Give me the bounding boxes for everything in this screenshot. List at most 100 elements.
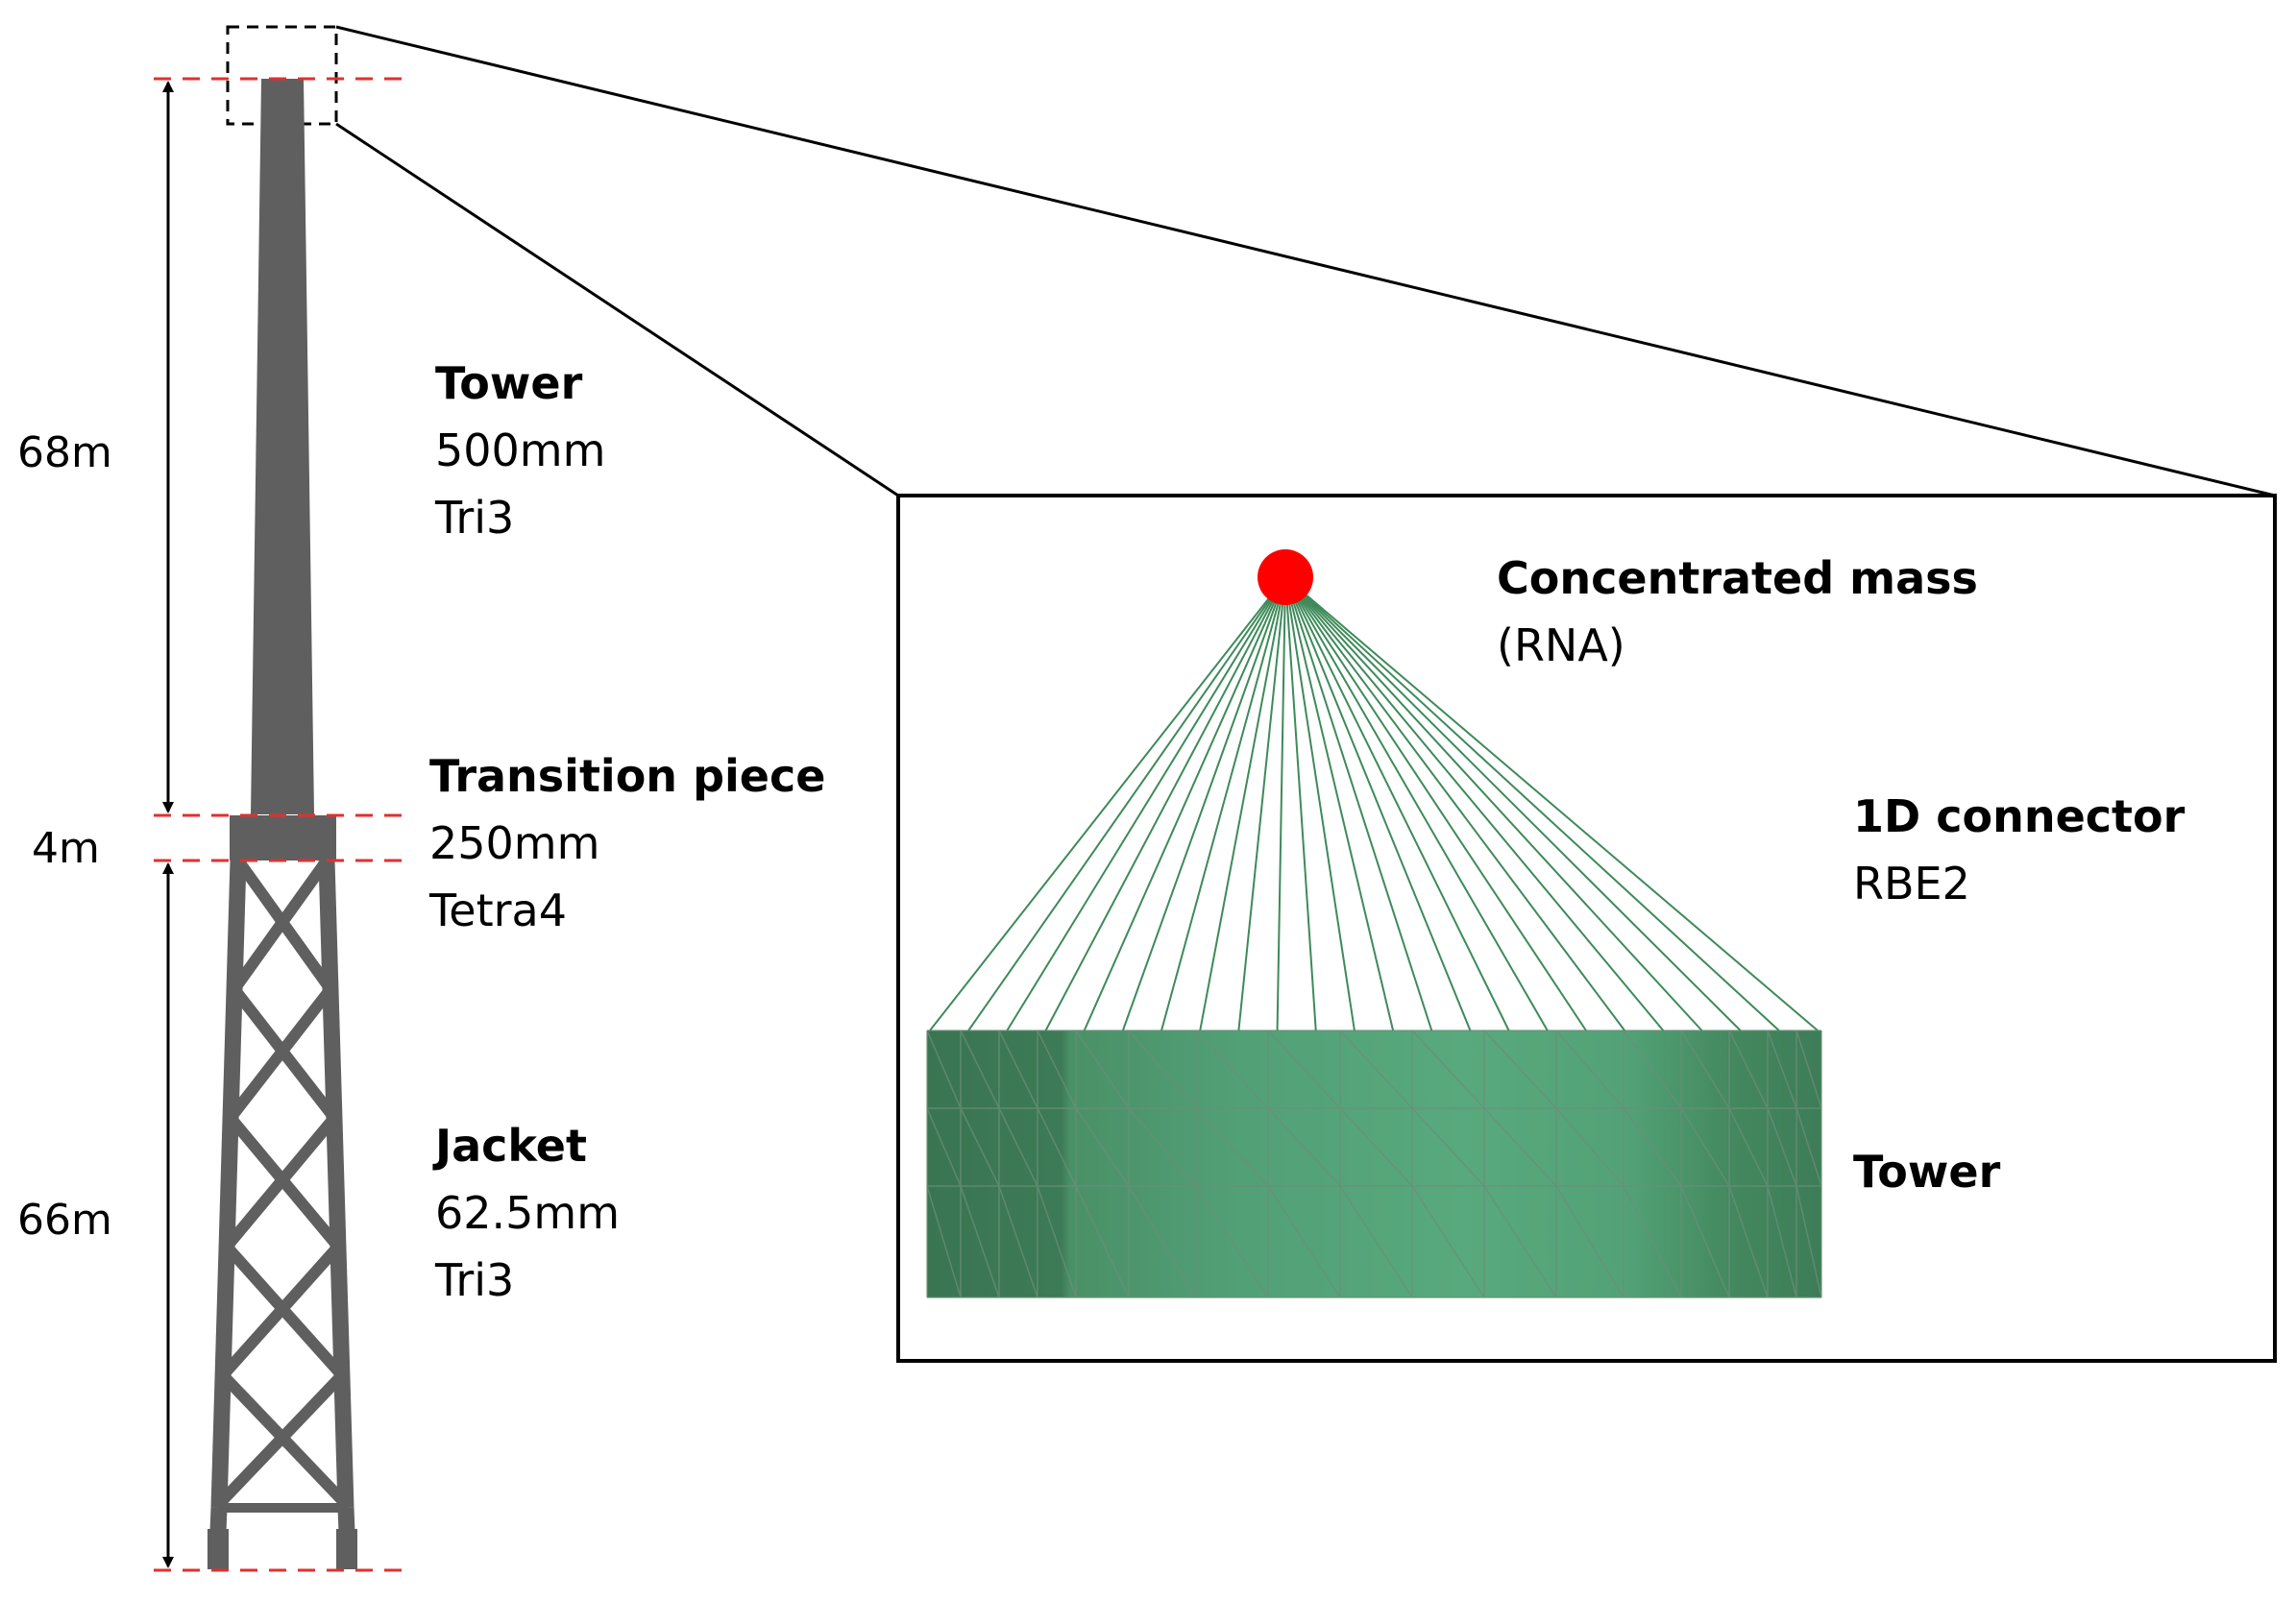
jacket-structure — [208, 857, 357, 1569]
mesh-diagonal — [1623, 1107, 1682, 1187]
detail-inset: Concentrated mass (RNA) 1D connector RBE… — [896, 494, 2277, 1363]
connector-line — [1284, 576, 1780, 1031]
connector-line — [1006, 576, 1286, 1031]
label-detail-tower: Tower — [1853, 1146, 2001, 1198]
mesh-diagonal — [1483, 1107, 1557, 1187]
connector-line — [1284, 576, 1703, 1031]
label-mass-sub: (RNA) — [1497, 619, 1625, 671]
jacket-pile-left — [208, 1529, 229, 1569]
mesh-diagonal — [1267, 1030, 1341, 1109]
mesh-diagonal — [1128, 1185, 1197, 1298]
dim-label-tower: 68m — [17, 428, 112, 477]
label-transition-title: Transition piece — [429, 750, 825, 802]
transition-piece — [230, 815, 336, 861]
mesh-diagonal — [1623, 1030, 1682, 1109]
connector-line — [1284, 576, 1395, 1031]
mesh-diagonal — [1767, 1107, 1797, 1187]
connector-line — [1083, 576, 1286, 1031]
connector-line — [1284, 576, 1510, 1031]
jacket-leg-right — [318, 860, 354, 1509]
mesh-diagonal — [998, 1185, 1038, 1298]
mesh-diagonal — [1075, 1185, 1130, 1298]
connector-line — [1284, 576, 1625, 1031]
rbe2-connector-lines — [929, 576, 1819, 1031]
mesh-diagonal — [1555, 1107, 1624, 1187]
mesh-diagonal — [1411, 1185, 1485, 1298]
label-connector-sub: RBE2 — [1853, 858, 1970, 909]
tower-mesh-lines — [926, 1030, 1822, 1298]
zoom-line-bottom — [335, 122, 899, 497]
mesh-diagonal — [1267, 1185, 1341, 1298]
connector-line — [1199, 576, 1286, 1031]
mesh-diagonal — [1555, 1185, 1624, 1298]
tower-shaft — [251, 79, 314, 814]
connector-line — [1237, 576, 1286, 1031]
zoom-line-top — [335, 25, 2276, 497]
dim-label-jacket: 66m — [17, 1196, 112, 1245]
mesh-diagonal — [1037, 1030, 1077, 1109]
mesh-diagonal — [1795, 1107, 1822, 1187]
mesh-diagonal — [1680, 1107, 1730, 1187]
label-jacket-size: 62.5mm — [435, 1187, 620, 1239]
mesh-diagonal — [926, 1030, 962, 1109]
label-tower-size: 500mm — [435, 424, 605, 476]
connector-line — [1284, 576, 1433, 1031]
mesh-diagonal — [1795, 1185, 1822, 1298]
mesh-diagonal — [926, 1185, 962, 1298]
mesh-diagonal — [1037, 1185, 1077, 1298]
label-jacket-title: Jacket — [432, 1120, 587, 1172]
mesh-diagonal — [998, 1107, 1038, 1187]
jacket-brace — [218, 1243, 343, 1379]
mesh-diagonal — [1339, 1107, 1413, 1187]
mesh-diagonal — [1728, 1107, 1769, 1187]
jacket-brace — [230, 857, 331, 993]
jacket-leg-right-foot — [337, 1507, 355, 1533]
label-jacket-element: Tri3 — [434, 1254, 514, 1306]
connector-line — [1276, 576, 1286, 1031]
connector-line — [1284, 576, 1819, 1031]
mesh-diagonal — [1767, 1030, 1797, 1109]
connector-line — [1284, 576, 1317, 1031]
mesh-diagonal — [1728, 1185, 1769, 1298]
mesh-diagonal — [1195, 1185, 1269, 1298]
tower-mesh-cylinder — [927, 1030, 1821, 1297]
mesh-diagonal — [1623, 1185, 1682, 1298]
connector-line — [1284, 576, 1472, 1031]
mesh-diagonal — [1728, 1030, 1769, 1109]
connector-line — [1284, 576, 1356, 1031]
dim-label-transition: 4m — [32, 824, 100, 873]
mesh-diagonal — [960, 1030, 1000, 1109]
connector-line — [967, 576, 1286, 1031]
mesh-diagonal — [1680, 1185, 1730, 1298]
connector-line — [1284, 576, 1665, 1031]
jacket-brace — [226, 985, 335, 1122]
jacket-brace — [222, 1114, 339, 1250]
label-tower-title: Tower — [435, 357, 583, 409]
mesh-diagonal — [1411, 1107, 1485, 1187]
mesh-diagonal — [1680, 1030, 1730, 1109]
mesh-diagonal — [1483, 1030, 1557, 1109]
mesh-diagonal — [1483, 1185, 1557, 1298]
mesh-diagonal — [1128, 1030, 1197, 1109]
connector-line — [1284, 576, 1587, 1031]
component-labels: Tower 500mm Tri3 Transition piece 250mm … — [428, 357, 825, 1306]
jacket-pile-right — [336, 1529, 357, 1569]
mesh-diagonal — [1195, 1107, 1269, 1187]
label-connector-title: 1D connector — [1853, 790, 2186, 842]
label-tower-element: Tri3 — [434, 492, 514, 544]
connector-line — [1284, 576, 1549, 1031]
jacket-brace — [214, 1370, 347, 1509]
mesh-diagonal — [998, 1030, 1038, 1109]
mesh-diagonal — [1195, 1030, 1269, 1109]
connector-line — [1160, 576, 1286, 1031]
mesh-diagonal — [1037, 1107, 1077, 1187]
mesh-diagonal — [1767, 1185, 1797, 1298]
connector-line — [1121, 576, 1286, 1031]
turbine-structure — [230, 79, 336, 861]
mesh-diagonal — [960, 1185, 1000, 1298]
jacket-leg-left-foot — [209, 1507, 228, 1533]
mesh-diagonal — [926, 1107, 962, 1187]
mesh-diagonal — [960, 1107, 1000, 1187]
mesh-diagonal — [1411, 1030, 1485, 1109]
